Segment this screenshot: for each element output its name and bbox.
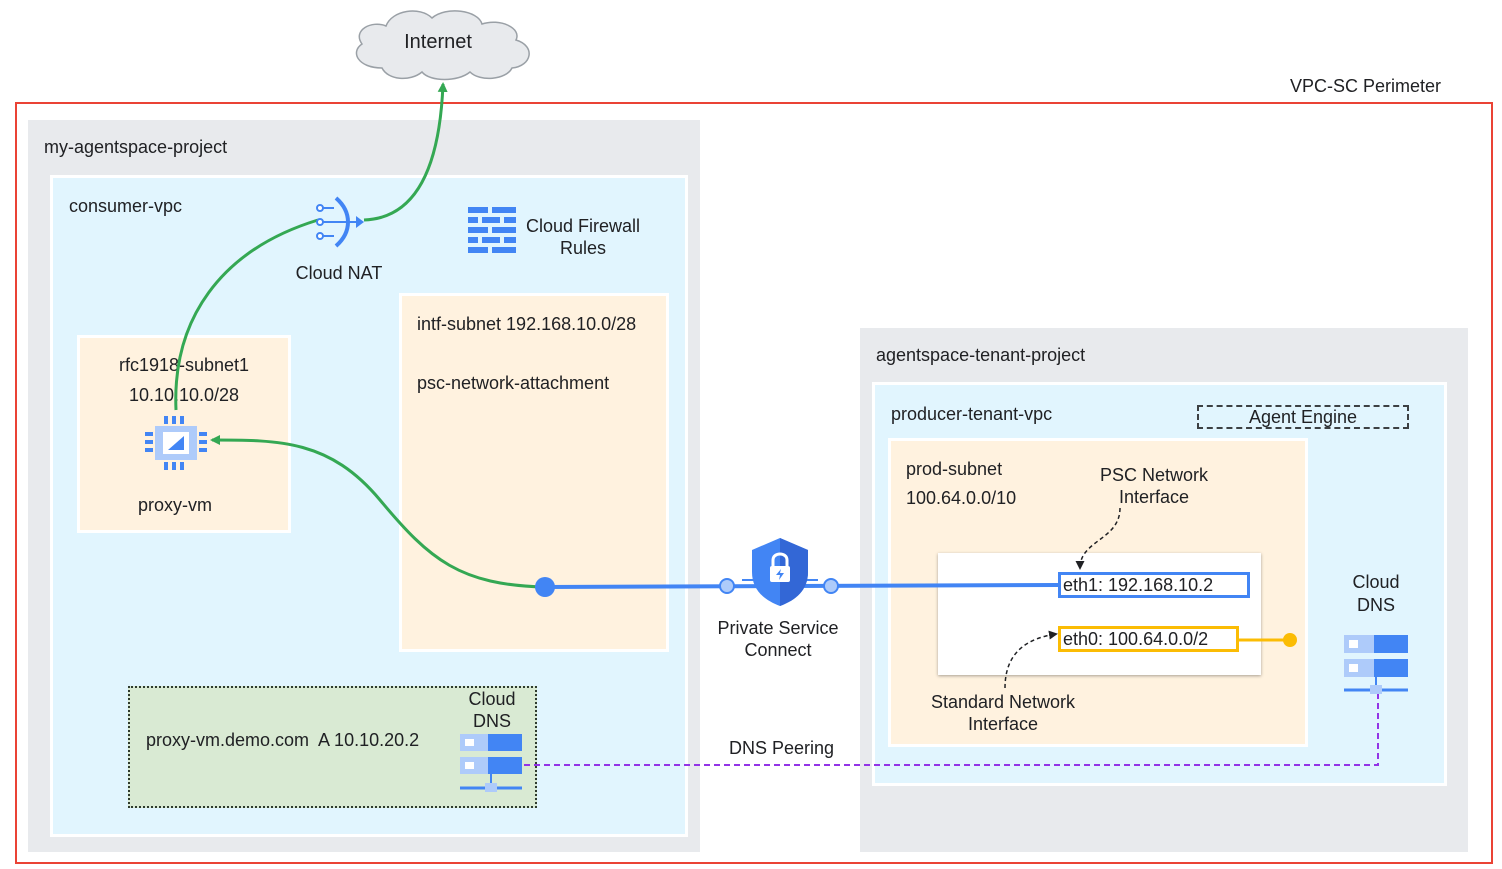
prod-subnet-cidr: 100.64.0.0/10 (906, 488, 1017, 508)
psc-iface-label-1: PSC Network (1099, 465, 1209, 485)
rfc-subnet-name: rfc1918-subnet1 (118, 355, 250, 375)
eth0-label: eth0: 100.64.0.0/2 (1063, 629, 1209, 649)
prod-subnet-name: prod-subnet (906, 459, 1003, 479)
producer-vpc-label: producer-tenant-vpc (891, 404, 1053, 424)
eth0-interface (1058, 626, 1239, 652)
rfc-subnet-cidr: 10.10.10.0/28 (128, 385, 240, 405)
psc-iface-pointer (1075, 507, 1121, 570)
eth0-endpoint (1283, 633, 1297, 647)
internet-label: Internet (404, 31, 472, 53)
tenant-cloud-dns-label-2: DNS (1356, 595, 1395, 615)
std-iface-pointer (1004, 630, 1058, 689)
egress-path-internet (363, 82, 448, 222)
vpc-sc-perimeter (15, 102, 1493, 864)
firewall-label-1: Cloud Firewall (525, 216, 641, 236)
compute-vm-icon (145, 416, 207, 470)
consumer-cloud-dns-label-1: Cloud (468, 689, 516, 709)
consumer-cloud-dns-icon (460, 734, 522, 792)
intf-subnet (399, 293, 669, 652)
eth1-label: eth1: 192.168.10.2 (1063, 575, 1214, 595)
cloud-nat-icon (316, 196, 364, 248)
psc-iface-label-2: Interface (1118, 487, 1190, 507)
intf-subnet-name: intf-subnet 192.168.10.0/28 (417, 314, 637, 334)
dns-peering-link (524, 688, 1379, 766)
internet-cloud-icon (355, 10, 530, 81)
ingress-path (210, 435, 546, 589)
psc-label-2: Connect (744, 640, 812, 660)
tenant-cloud-dns-icon (1344, 635, 1408, 694)
attachment-endpoint (535, 577, 555, 597)
agent-engine-label: Agent Engine (1248, 407, 1358, 427)
perimeter-label: VPC-SC Perimeter (1290, 76, 1442, 96)
dns-peering-label: DNS Peering (729, 738, 835, 758)
consumer-vpc-label: consumer-vpc (69, 196, 183, 216)
agent-engine (1197, 405, 1409, 429)
egress-path (174, 218, 319, 411)
std-iface-label-1: Standard Network (930, 692, 1076, 712)
tenant-cloud-dns-label-1: Cloud (1352, 572, 1400, 592)
dns-record: proxy-vm.demo.com A 10.10.20.2 (146, 730, 420, 750)
proxy-vm-label: proxy-vm (137, 495, 212, 515)
consumer-project-label: my-agentspace-project (44, 137, 228, 157)
consumer-cloud-dns-label-2: DNS (472, 711, 511, 731)
firewall-label-2: Rules (559, 238, 607, 258)
eth1-interface (1058, 572, 1250, 598)
psc-shield-icon (719, 538, 839, 606)
firewall-icon (468, 207, 516, 253)
psc-network-attachment-label: psc-network-attachment (417, 373, 610, 393)
tenant-project-label: agentspace-tenant-project (876, 345, 1086, 365)
psc-label-1: Private Service (717, 618, 839, 638)
std-iface-label-2: Interface (967, 714, 1039, 734)
cloud-nat-label: Cloud NAT (295, 263, 383, 283)
